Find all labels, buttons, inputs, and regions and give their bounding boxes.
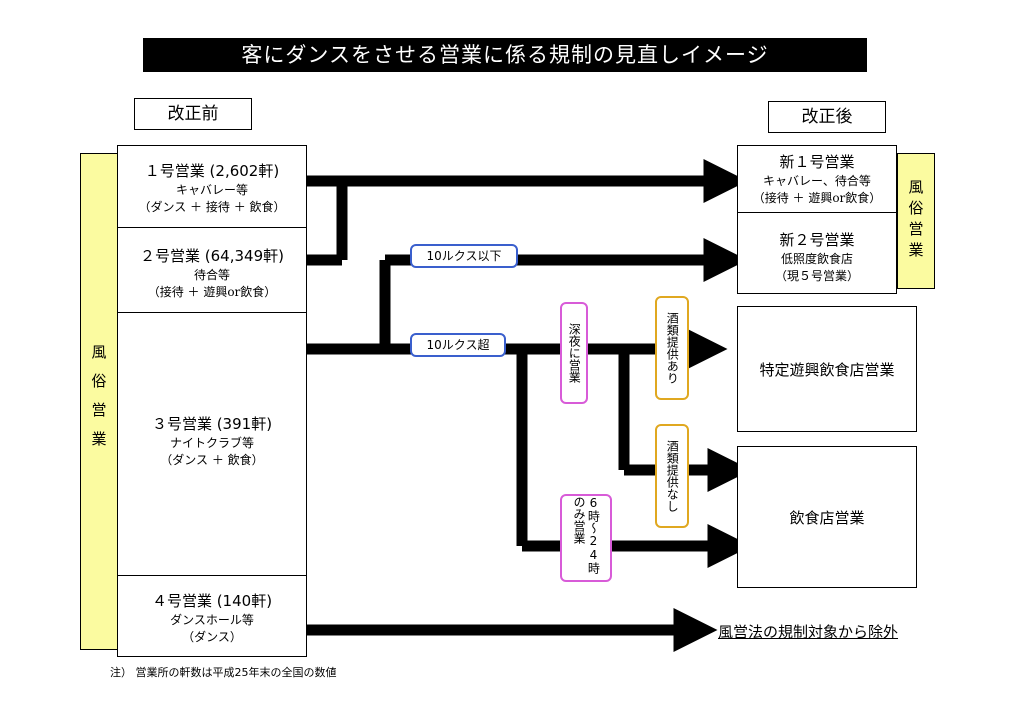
category-3-name: ３号営業 (391軒) [151,415,273,433]
after-label: 改正後 [768,101,886,133]
category-4-cell: ４号営業 (140軒) ダンスホール等 （ダンス） [117,575,307,657]
tag-alcohol-no-text: 酒類提供なし [665,440,680,512]
tag-late-night-text: 深夜に営業 [567,323,582,383]
new-category-1-detail: （接待 ＋ 遊興or飲食） [752,191,882,205]
fuzoku-right-label: 風俗営業 [897,153,935,289]
fuzoku-left-text: 風俗営業 [89,343,108,460]
tag-lux-high: 10ルクス超 [410,333,506,357]
category-3-detail: （ダンス ＋ 飲食） [160,453,264,467]
category-2-cell: ２号営業 (64,349軒) 待合等 （接待 ＋ 遊興or飲食） [117,227,307,313]
tag-hours-only: 6時〜24時のみ営業 [560,494,612,582]
category-4-desc: ダンスホール等 [170,613,254,627]
fuzoku-right-text: 風俗営業 [906,179,925,263]
new-category-2-desc: 低照度飲食店 [780,252,853,266]
category-4-name: ４号営業 (140軒) [151,592,273,610]
new-category-2-detail: （現５号営業） [774,269,859,283]
category-2-desc: 待合等 [193,268,230,282]
category-3-desc: ナイトクラブ等 [169,436,254,450]
category-2-name: ２号営業 (64,349軒) [140,247,284,265]
category-3-cell: ３号営業 (391軒) ナイトクラブ等 （ダンス ＋ 飲食） [117,312,307,576]
dest-excluded: 風営法の規制対象から除外 [718,623,899,641]
tag-hours-only-text: 6時〜24時のみ営業 [572,496,601,574]
category-1-detail: （ダンス ＋ 接待 ＋ 飲食） [138,200,286,214]
dest-special-entertainment: 特定遊興飲食店営業 [737,306,917,432]
tag-alcohol-yes-text: 酒類提供あり [665,312,680,384]
new-category-1-cell: 新１号営業 キャバレー、待合等 （接待 ＋ 遊興or飲食） [737,145,897,213]
before-label: 改正前 [134,98,252,130]
tag-alcohol-no: 酒類提供なし [655,424,689,528]
new-category-1-desc: キャバレー、待合等 [763,174,871,188]
new-category-2-cell: 新２号営業 低照度飲食店 （現５号営業） [737,212,897,294]
tag-late-night: 深夜に営業 [560,302,588,404]
tag-lux-low: 10ルクス以下 [410,244,518,268]
category-4-detail: （ダンス） [182,630,242,644]
category-1-cell: １号営業 (2,602軒) キャバレー等 （ダンス ＋ 接待 ＋ 飲食） [117,145,307,228]
category-1-desc: キャバレー等 [175,183,248,197]
tag-alcohol-yes: 酒類提供あり [655,296,689,400]
category-2-detail: （接待 ＋ 遊興or飲食） [147,285,277,299]
category-1-name: １号営業 (2,602軒) [144,162,280,180]
footnote: 注） 営業所の軒数は平成25年末の全国の数値 [110,666,337,679]
dest-restaurant: 飲食店営業 [737,446,917,588]
page-title: 客にダンスをさせる営業に係る規制の見直しイメージ [143,38,867,72]
new-category-2-name: 新２号営業 [779,231,855,249]
new-category-1-name: 新１号営業 [779,153,855,171]
